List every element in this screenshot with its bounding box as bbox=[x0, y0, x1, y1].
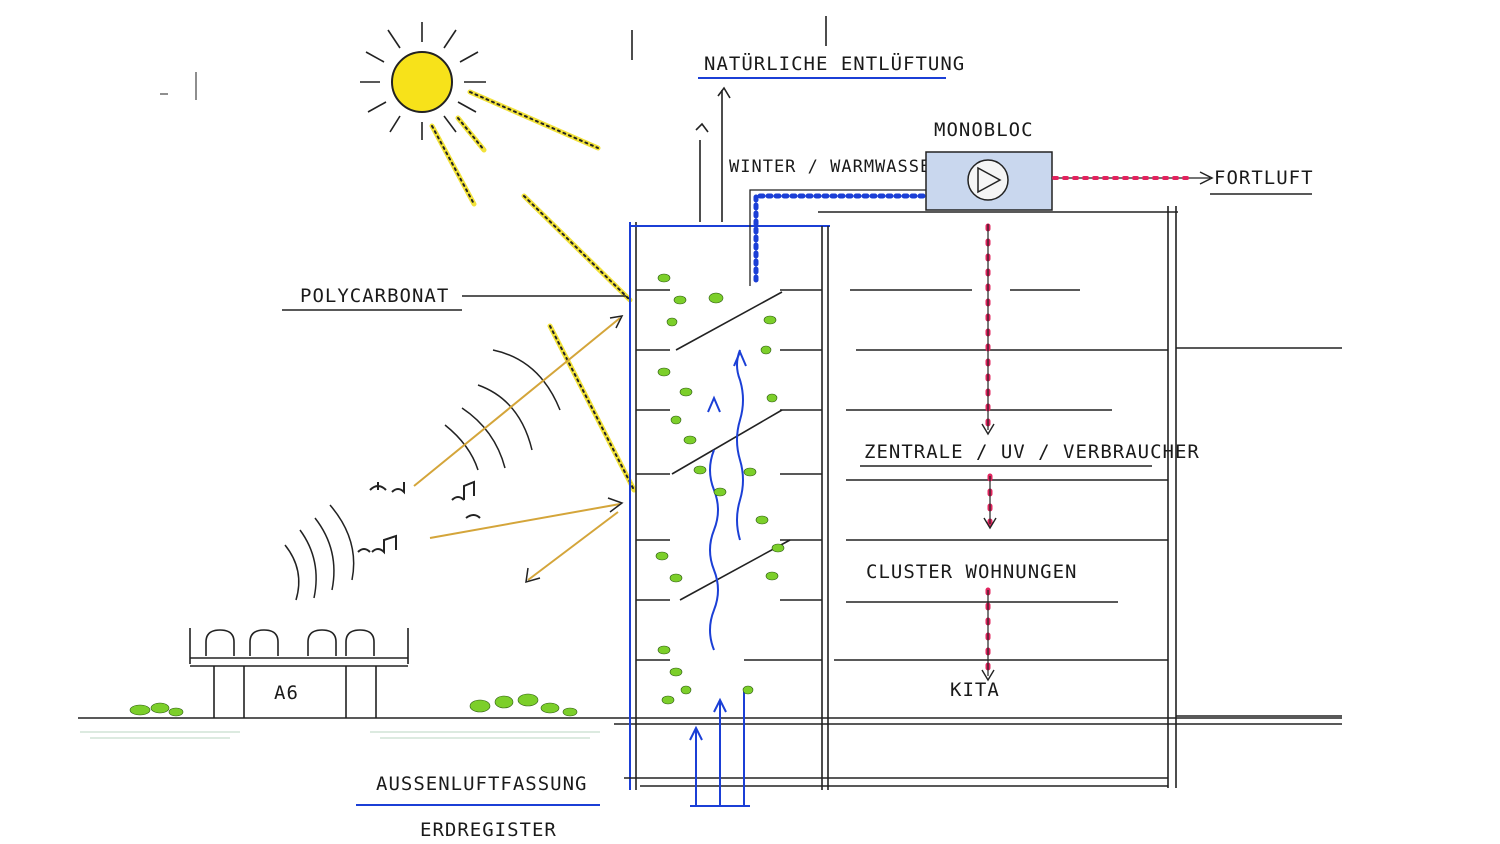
label-kita: KITA bbox=[950, 679, 1000, 701]
supply-duct bbox=[749, 189, 929, 286]
label-ground-register: ERDREGISTER bbox=[420, 819, 557, 841]
sound-waves bbox=[284, 349, 561, 601]
label-natural-ventilation: NATÜRLICHE ENTLÜFTUNG bbox=[704, 52, 965, 75]
ground-texture bbox=[80, 731, 600, 739]
sun-icon bbox=[360, 22, 486, 140]
air-flow-arrows bbox=[689, 349, 750, 807]
label-central-uv-consumers: ZENTRALE / UV / VERBRAUCHER bbox=[864, 441, 1200, 463]
music-notes-icon bbox=[357, 480, 481, 555]
label-winter-hot-water: WINTER / WARMWASSER bbox=[729, 157, 942, 177]
building-section bbox=[78, 16, 1342, 790]
label-monobloc: MONOBLOC bbox=[934, 119, 1034, 141]
label-outside-air-intake: AUSSENLUFTFASSUNG bbox=[376, 773, 587, 795]
sound-arrows bbox=[413, 317, 621, 581]
label-exhaust-air: FORTLUFT bbox=[1214, 167, 1314, 189]
label-polycarbonate: POLYCARBONAT bbox=[300, 285, 449, 307]
climbing-plants bbox=[655, 273, 785, 705]
sun-rays bbox=[429, 89, 637, 493]
exhaust-distribution bbox=[981, 223, 997, 682]
monobloc-unit bbox=[925, 151, 1053, 211]
label-a6: A6 bbox=[274, 682, 299, 704]
ground-plants bbox=[129, 693, 578, 717]
a6-bridge bbox=[189, 628, 409, 718]
label-cluster-apartments: CLUSTER WOHNUNGEN bbox=[866, 561, 1077, 583]
fan-icon bbox=[967, 159, 1009, 201]
